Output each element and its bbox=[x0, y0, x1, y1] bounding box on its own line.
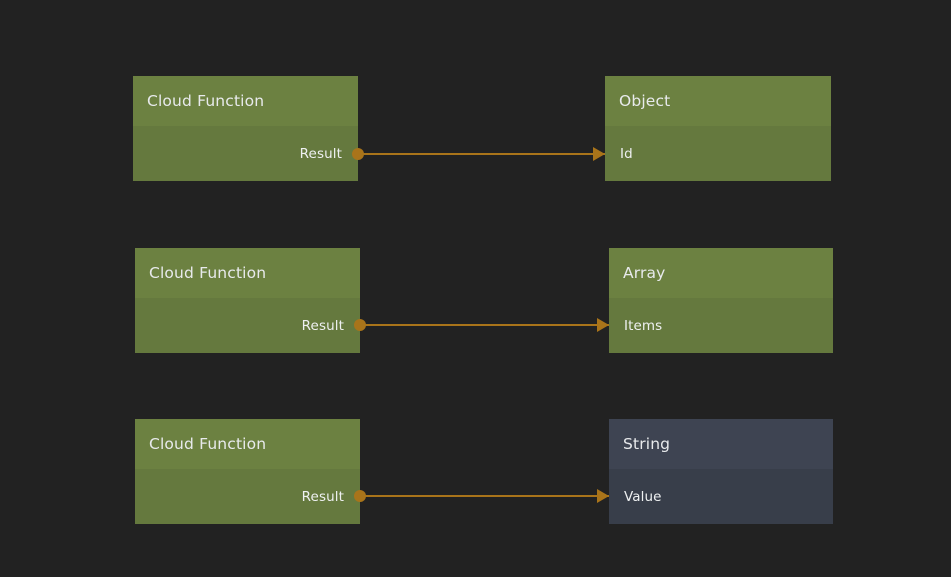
output-port-label: Result bbox=[301, 317, 344, 334]
output-port-label: Result bbox=[299, 145, 342, 162]
connection-arrowhead-2 bbox=[597, 318, 609, 332]
node-input-row[interactable]: Value bbox=[609, 469, 833, 524]
node-title: Object bbox=[619, 92, 671, 110]
node-header: Cloud Function bbox=[135, 248, 360, 298]
node-cloud-function-1[interactable]: Cloud Function Result bbox=[133, 76, 358, 181]
connection-arrowhead-3 bbox=[597, 489, 609, 503]
node-object-1[interactable]: Object Id bbox=[605, 76, 831, 181]
node-title: Cloud Function bbox=[149, 435, 267, 453]
node-output-row[interactable]: Result bbox=[135, 469, 360, 524]
input-port-label: Items bbox=[624, 317, 663, 334]
node-header: Cloud Function bbox=[135, 419, 360, 469]
node-title: Cloud Function bbox=[149, 264, 267, 282]
node-output-row[interactable]: Result bbox=[133, 126, 358, 181]
input-port-label: Value bbox=[624, 488, 662, 505]
node-title: Cloud Function bbox=[147, 92, 265, 110]
connection-arrowhead-1 bbox=[593, 147, 605, 161]
node-input-row[interactable]: Items bbox=[609, 298, 833, 353]
node-title: String bbox=[623, 435, 671, 453]
node-output-row[interactable]: Result bbox=[135, 298, 360, 353]
connection-line-2 bbox=[360, 324, 609, 326]
node-input-row[interactable]: Id bbox=[605, 126, 831, 181]
node-header: Object bbox=[605, 76, 831, 126]
node-header: String bbox=[609, 419, 833, 469]
node-header: Array bbox=[609, 248, 833, 298]
node-string-1[interactable]: String Value bbox=[609, 419, 833, 524]
node-title: Array bbox=[623, 264, 666, 282]
output-port-label: Result bbox=[301, 488, 344, 505]
connection-line-1 bbox=[358, 153, 605, 155]
input-port-label: Id bbox=[620, 145, 633, 162]
node-cloud-function-3[interactable]: Cloud Function Result bbox=[135, 419, 360, 524]
node-header: Cloud Function bbox=[133, 76, 358, 126]
node-array-1[interactable]: Array Items bbox=[609, 248, 833, 353]
node-cloud-function-2[interactable]: Cloud Function Result bbox=[135, 248, 360, 353]
connection-line-3 bbox=[360, 495, 609, 497]
